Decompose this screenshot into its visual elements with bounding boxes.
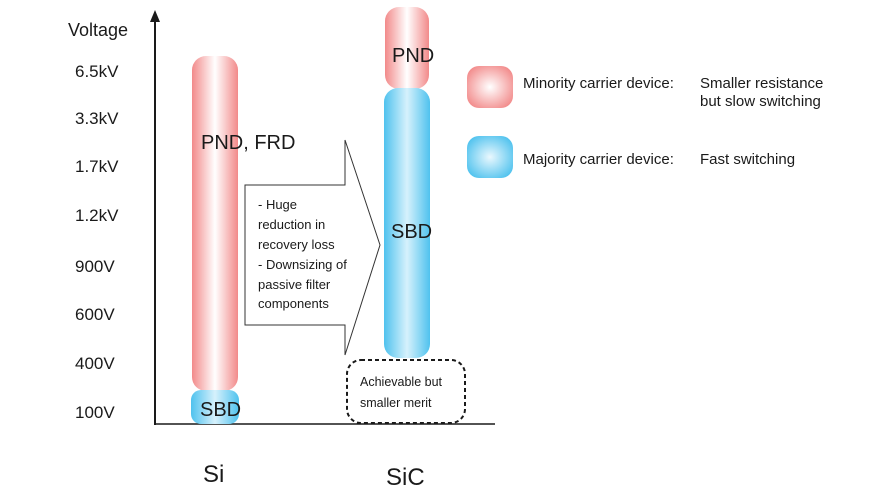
legend-minority-label: Minority carrier device: (523, 75, 674, 92)
merit-note: Achievable but smaller merit (346, 359, 466, 424)
merit-dashed-box (346, 359, 466, 424)
sic-column: PND SBD (384, 7, 434, 358)
callout-arrow-shape (244, 139, 381, 356)
tick-label: 100V (75, 403, 115, 422)
sic-column-label: SiC (386, 464, 425, 491)
callout-line: passive filter (258, 277, 331, 292)
legend: Minority carrier device: Smaller resista… (467, 66, 823, 178)
legend-minority-swatch (467, 66, 513, 108)
sic-sbd-label: SBD (391, 221, 432, 243)
improvement-arrow-callout: - Huge reduction in recovery loss - Down… (244, 139, 381, 356)
legend-majority-swatch (467, 136, 513, 178)
tick-label: 600V (75, 305, 115, 324)
si-sbd-label: SBD (200, 399, 241, 421)
y-axis-title: Voltage (68, 20, 128, 40)
si-column: PND, FRD SBD (191, 56, 295, 424)
tick-label: 1.2kV (75, 206, 119, 225)
merit-line: smaller merit (360, 396, 432, 410)
si-sbd-bar (191, 390, 239, 424)
callout-line: components (258, 296, 329, 311)
callout-line: - Huge (258, 197, 297, 212)
y-axis-arrowhead (150, 10, 160, 22)
si-pnd-frd-label: PND, FRD (201, 132, 295, 154)
callout-line: reduction in (258, 217, 325, 232)
legend-minority-desc-1: Smaller resistance (700, 75, 823, 92)
tick-label: 3.3kV (75, 109, 119, 128)
legend-majority-label: Majority carrier device: (523, 151, 674, 168)
tick-label: 400V (75, 354, 115, 373)
si-pnd-frd-bar (192, 56, 238, 391)
tick-label: 1.7kV (75, 157, 119, 176)
tick-label: 6.5kV (75, 62, 119, 81)
si-column-label: Si (203, 461, 224, 488)
sic-pnd-label: PND (392, 45, 434, 67)
legend-majority-desc-1: Fast switching (700, 151, 795, 168)
callout-line: recovery loss (258, 237, 335, 252)
tick-label: 900V (75, 257, 115, 276)
merit-line: Achievable but (360, 375, 443, 389)
callout-line: - Downsizing of (258, 257, 347, 272)
sic-pnd-bar (385, 7, 429, 89)
sic-sbd-bar (384, 88, 430, 358)
legend-minority-desc-2: but slow switching (700, 93, 821, 110)
y-axis-ticks: 6.5kV 3.3kV 1.7kV 1.2kV 900V 600V 400V 1… (75, 62, 119, 422)
